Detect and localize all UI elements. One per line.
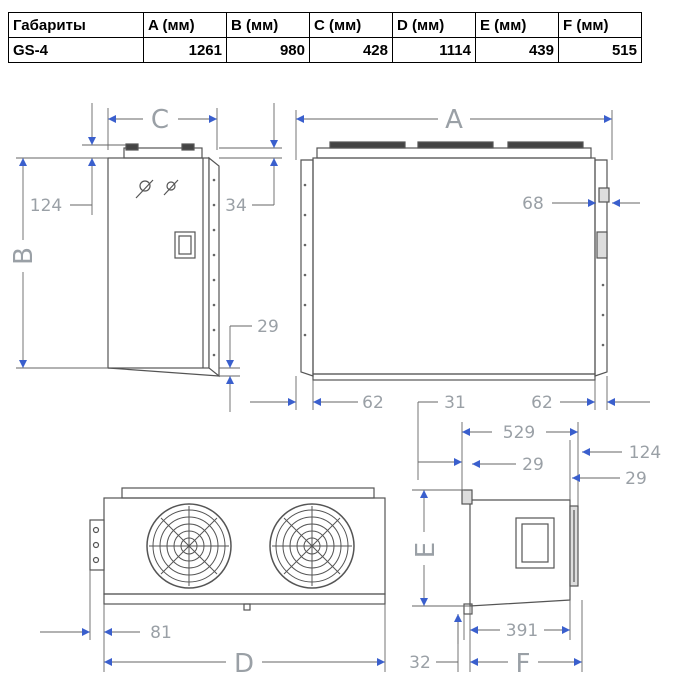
model-cell: GS-4 xyxy=(8,37,144,63)
dim-value: 68 xyxy=(522,194,544,214)
side-view-rivets xyxy=(212,178,216,357)
dim-value: 31 xyxy=(444,393,466,413)
header-cell: C (мм) xyxy=(309,12,393,38)
dimension-lines xyxy=(16,103,650,672)
value-cell: 515 xyxy=(558,37,642,63)
side-view xyxy=(107,143,220,378)
dim-value: 391 xyxy=(506,621,538,641)
dim-value: 124 xyxy=(629,443,661,463)
dim-label-d: D xyxy=(234,649,254,679)
dim-value: 81 xyxy=(150,623,172,643)
dim-value: 32 xyxy=(409,653,431,673)
side-view-bottom xyxy=(461,489,579,615)
dim-value: 34 xyxy=(225,196,247,216)
header-cell: A (мм) xyxy=(143,12,227,38)
dim-value: 62 xyxy=(531,393,553,413)
dim-value: 62 xyxy=(362,393,384,413)
dim-label-a: A xyxy=(445,105,463,135)
dim-value: 29 xyxy=(257,317,279,337)
value-cell: 1261 xyxy=(143,37,227,63)
value-cell: 1114 xyxy=(392,37,476,63)
value-cell: 428 xyxy=(309,37,393,63)
dim-value: 124 xyxy=(30,196,62,216)
front-view xyxy=(300,141,610,381)
dim-label-e: E xyxy=(411,542,441,558)
dim-value: 29 xyxy=(625,469,647,489)
dimensions-table: Габариты A (мм) B (мм) C (мм) D (мм) E (… xyxy=(8,12,642,63)
table-row: GS-4 1261 980 428 1114 439 515 xyxy=(8,37,642,63)
fan-icon xyxy=(269,503,355,589)
dim-label-b: B xyxy=(9,247,39,265)
dim-value: 529 xyxy=(503,423,535,443)
dim-label-f: F xyxy=(516,649,531,679)
table-header-row: Габариты A (мм) B (мм) C (мм) D (мм) E (… xyxy=(8,12,642,38)
fan-icon xyxy=(146,503,232,589)
header-cell: F (мм) xyxy=(558,12,642,38)
front-view-rivets xyxy=(303,183,605,347)
dim-value: 29 xyxy=(522,455,544,475)
header-cell: Габариты xyxy=(8,12,144,38)
value-cell: 980 xyxy=(226,37,310,63)
dimension-labels: A C B D E F 124 34 68 29 62 62 31 529 12… xyxy=(9,105,661,679)
dim-label-c: C xyxy=(151,105,169,135)
